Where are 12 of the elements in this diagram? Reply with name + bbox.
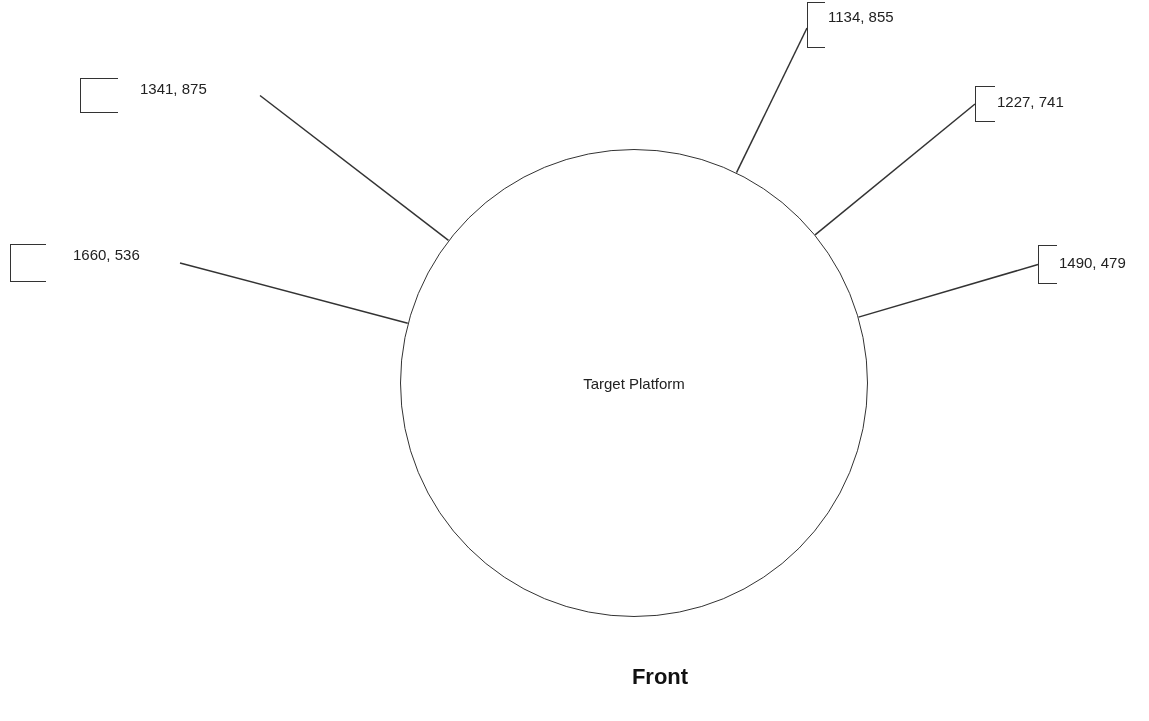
platform-label: Target Platform [583, 374, 685, 392]
connector-line [259, 94, 450, 242]
connector-line [735, 27, 808, 174]
connector-line [814, 103, 976, 236]
coordinate-label: 1341, 875 [140, 80, 207, 97]
coordinate-label: 1227, 741 [997, 93, 1064, 110]
connector-line [857, 263, 1039, 318]
caption: Front [630, 664, 690, 690]
coordinate-label: 1490, 479 [1059, 254, 1126, 271]
coordinate-label: 1134, 855 [828, 8, 894, 25]
coordinate-label: 1660, 536 [73, 246, 140, 263]
connector-line [179, 262, 409, 324]
